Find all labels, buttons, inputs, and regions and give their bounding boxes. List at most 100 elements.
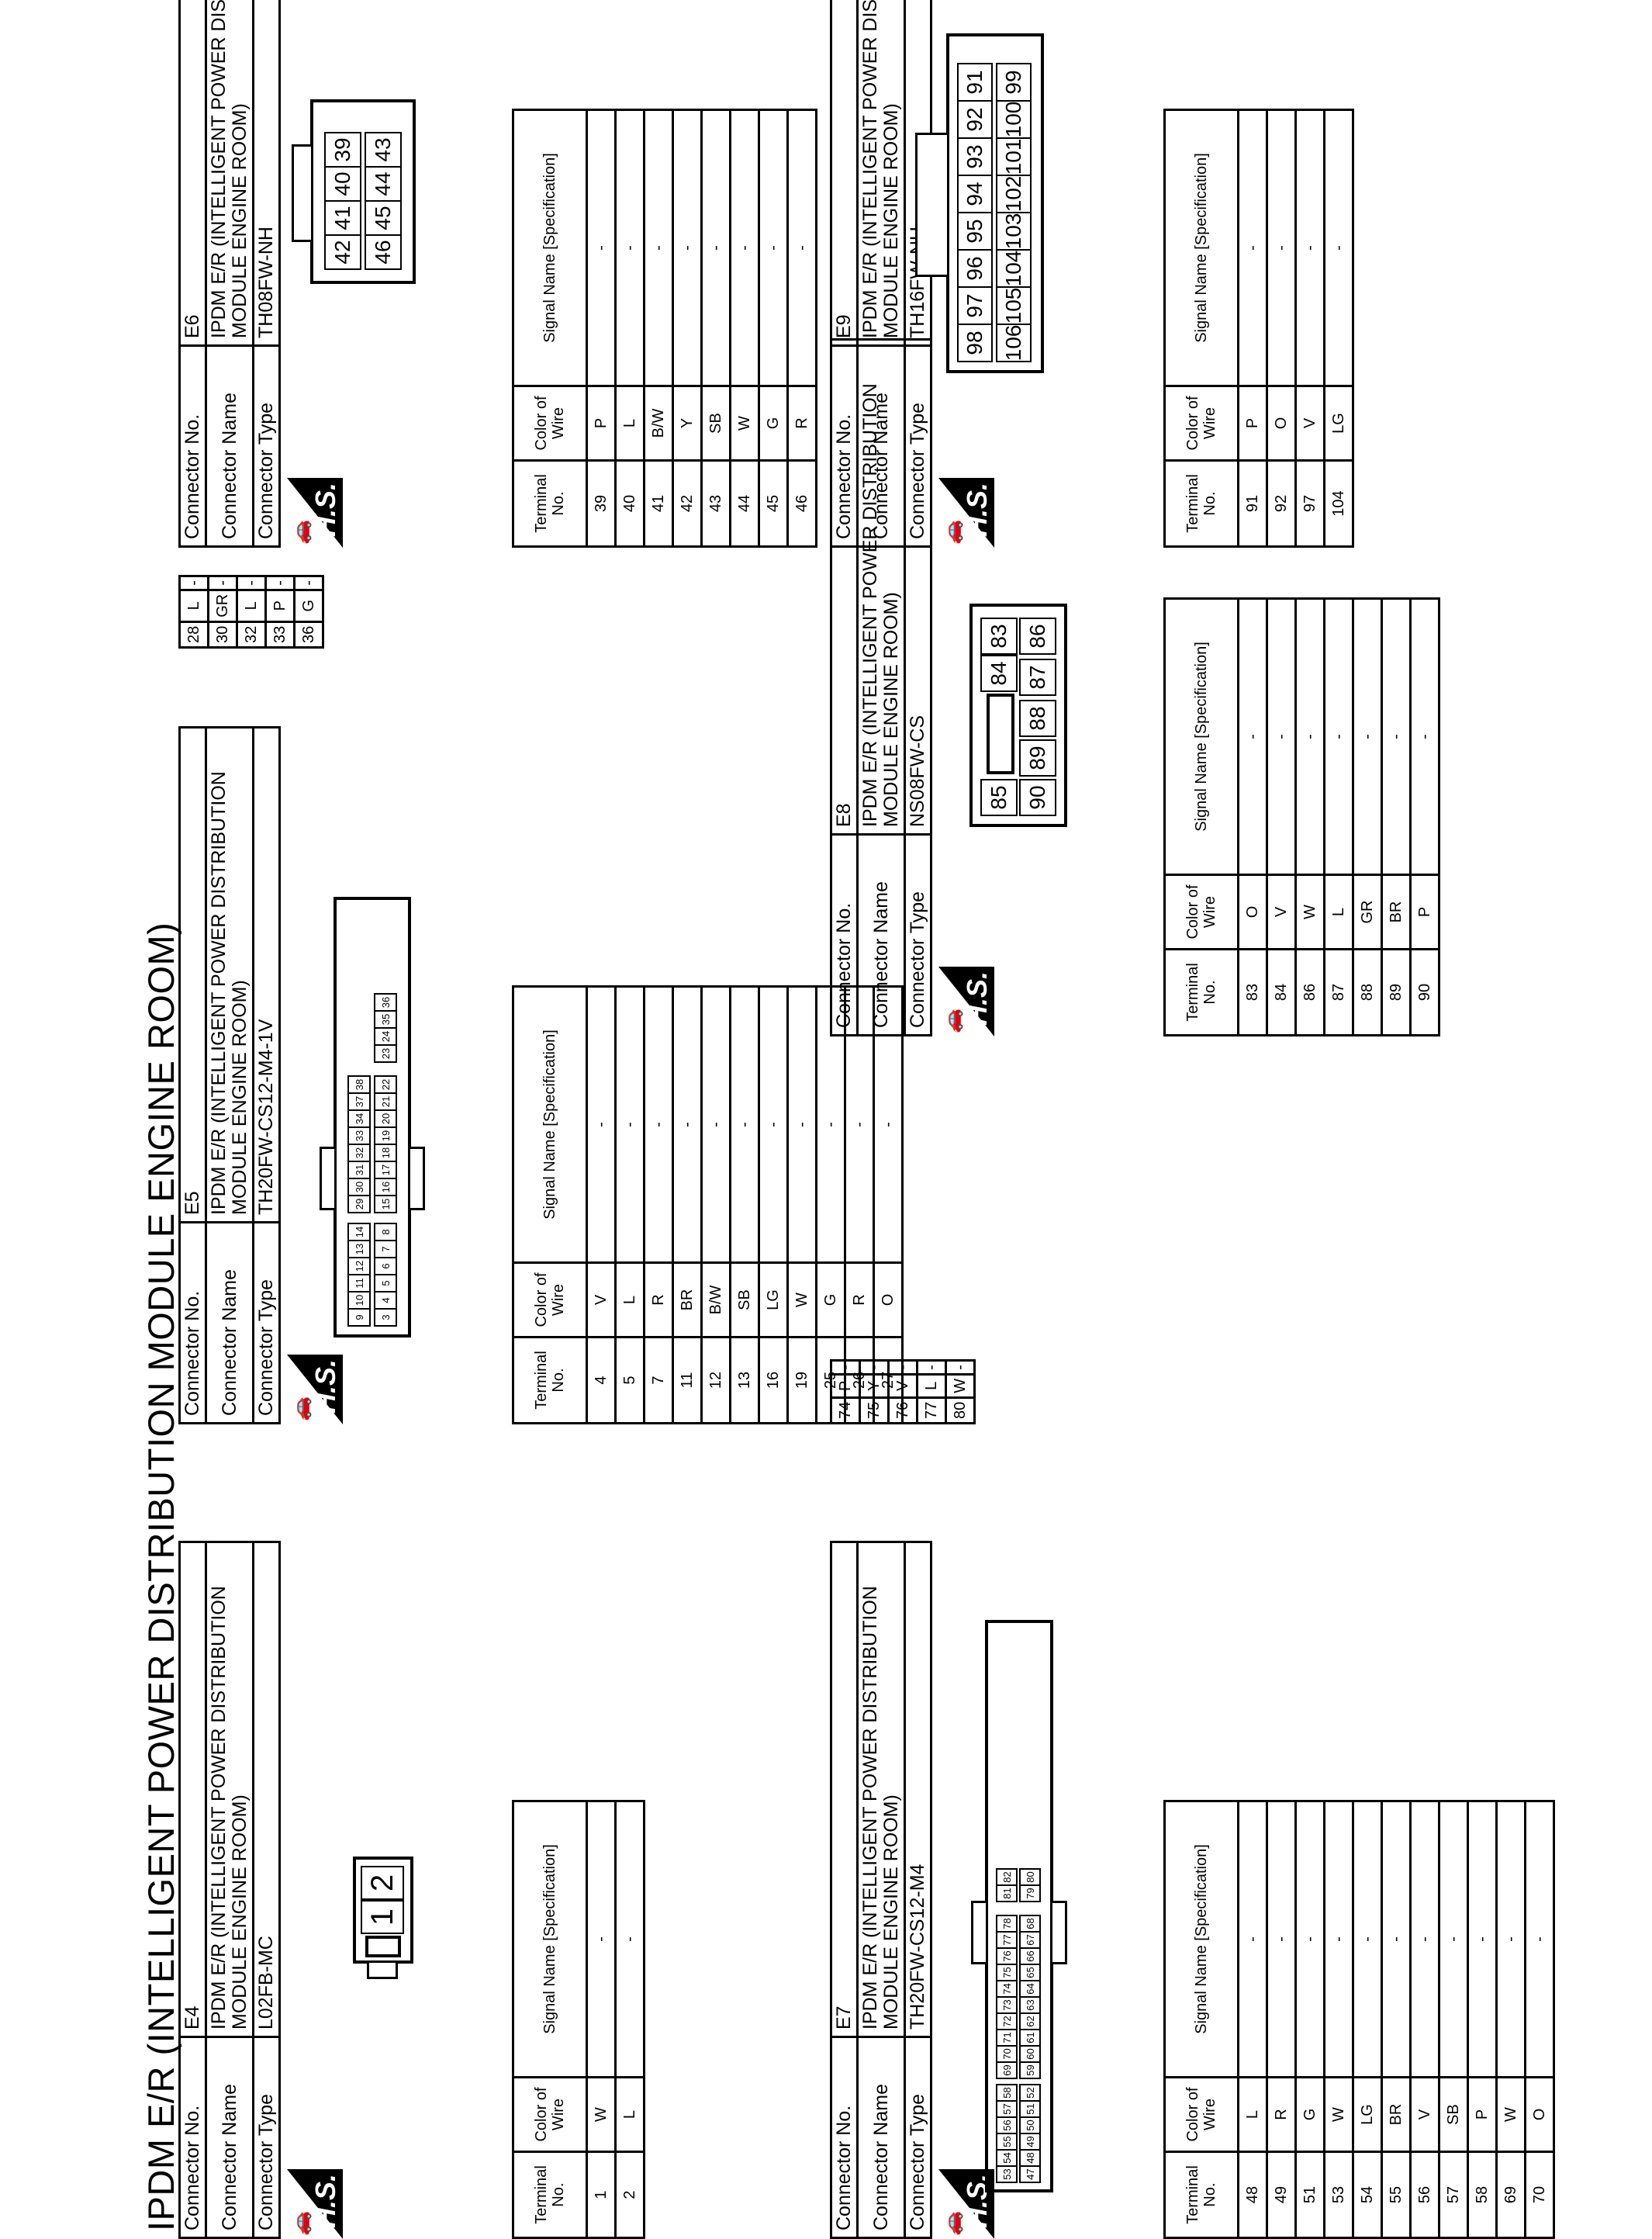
col-terminal-no: Terminal No. [1164,2151,1239,2238]
pin-cell: 56 [996,2116,1018,2134]
terminal-no-cell: 70 [1525,2151,1554,2238]
pin-cell: 49 [1019,2133,1041,2151]
connector-e5-terminal-table: Terminal No. Color of Wire Signal Name [… [512,985,904,1424]
connector-latch [971,1901,988,1964]
pin-cell: 88 [1019,700,1056,737]
connector-latch [915,133,949,277]
connector-e6-name: IPDM E/R (INTELLIGENT POWER DISTRIBUTION… [206,0,254,346]
wire-color-cell: W [586,2077,616,2152]
pin-cell: 64 [1019,1980,1041,1998]
pin-cell: 93 [957,137,993,176]
signal-name-cell: - [672,109,702,386]
wire-color-cell: R [1267,2077,1296,2152]
pin-cell: 65 [1019,1964,1041,1981]
pin-cell: 96 [957,249,993,288]
wire-color-cell: P [1467,2077,1497,2152]
pin-cell: 70 [996,2045,1018,2063]
pin-cell: 104 [996,249,1032,288]
connector-e4-name: IPDM E/R (INTELLIGENT POWER DISTRIBUTION… [206,1542,254,2037]
wire-color-cell: GR [1353,874,1382,950]
pin-cell: 55 [996,2133,1018,2151]
pin-cell: 68 [1019,1915,1041,1933]
connector-latch [408,1147,425,1210]
connector-e8-diagram: 85 84 83 90 89 88 87 86 [969,604,1067,827]
pin-cell: 17 [374,1161,397,1179]
terminal-no-cell: 88 [1353,949,1382,1036]
wire-color-cell: B/W [644,386,673,461]
label-connector-name: Connector Name [206,2037,254,2238]
hs-label: H.S. [961,483,993,538]
wire-color-cell: G [816,1262,845,1338]
signal-name-cell: - [759,986,788,1263]
signal-name-cell: - [586,109,616,386]
terminal-no-cell: 45 [759,460,788,547]
signal-name-cell: - [701,986,731,1263]
wire-color-cell: G [759,386,788,461]
signal-name-cell: - [644,109,673,386]
label-connector-no: Connector No. [179,2037,206,2238]
car-icon: 🚗 [940,2210,963,2236]
col-color-of-wire: Color of Wire [1164,386,1239,461]
pin-cell: 62 [1019,2012,1041,2030]
wire-color-cell: P [1238,386,1267,461]
wire-color-cell: LG [759,1262,788,1338]
wire-color-cell: LG [1353,2077,1382,2152]
pin-cell: 91 [957,63,993,102]
wire-color-cell: V [1267,874,1296,950]
signal-name-cell: - [831,1360,860,1375]
col-color-of-wire: Color of Wire [1164,2077,1239,2152]
hs-badge: 🚗 H.S. [287,478,343,548]
connector-e7-name: IPDM E/R (INTELLIGENT POWER DISTRIBUTION… [857,1542,905,2037]
wire-color-cell: L [237,590,266,622]
terminal-no-cell: 42 [672,460,702,547]
pin-cell: 74 [996,1980,1018,1998]
signal-name-cell: - [1267,1801,1296,2078]
pin-cell: 36 [374,993,397,1012]
connector-e9-no: E9 [831,0,858,346]
signal-name-cell: - [1324,109,1353,386]
pin-cell: 100 [996,100,1032,139]
terminal-no-cell: 40 [615,460,645,547]
signal-name-cell: - [586,986,616,1263]
wire-color-cell: L [615,386,645,461]
pin-cell: 66 [1019,1947,1041,1965]
signal-name-cell: - [1295,109,1325,386]
signal-name-cell: - [615,109,645,386]
pin-cell: 101 [996,137,1032,176]
label-connector-no: Connector No. [831,834,858,1036]
wire-color-cell: R [644,1262,673,1338]
terminal-no-cell: 1 [586,2151,616,2238]
pin-cell: 14 [347,1223,371,1241]
wire-color-cell: P [265,590,295,622]
wire-color-cell: W [1496,2077,1526,2152]
connector-e7-terminal-table: Terminal No. Color of Wire Signal Name [… [1163,1800,1555,2239]
connector-e7-type: TH20FW-CS12-M4 [904,1542,931,2037]
pin-cell: 69 [996,2061,1018,2079]
wire-color-cell: P [831,1374,860,1398]
hs-badge: 🚗 H.S. [287,2169,343,2239]
signal-name-cell: - [759,109,788,386]
terminal-no-cell: 13 [730,1337,759,1424]
terminal-no-cell: 16 [759,1337,788,1424]
